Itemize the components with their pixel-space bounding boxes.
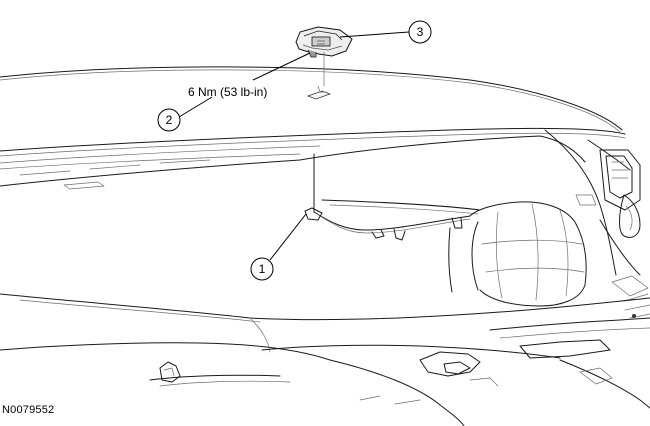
leader-lines — [178, 31, 410, 261]
callout-1-number: 1 — [259, 262, 266, 276]
callout-2-number: 2 — [166, 113, 173, 127]
roof-outline — [0, 66, 623, 133]
figure-id-label: N0079552 — [2, 404, 55, 416]
rear-seat — [448, 201, 587, 307]
rear-deck — [0, 293, 650, 426]
antenna-cable — [304, 153, 471, 241]
callout-2: 2 — [157, 108, 181, 132]
windshield-header-molding — [0, 127, 626, 190]
torque-spec-label: 6 Nm (53 lb-in) — [188, 85, 267, 99]
callout-3: 3 — [408, 20, 432, 44]
headliner — [299, 135, 586, 215]
callout-3-number: 3 — [417, 25, 424, 39]
rear-pillar — [544, 129, 650, 319]
antenna-base-part — [295, 26, 353, 87]
callout-1: 1 — [250, 257, 274, 281]
roof-mount-hole — [306, 85, 332, 100]
